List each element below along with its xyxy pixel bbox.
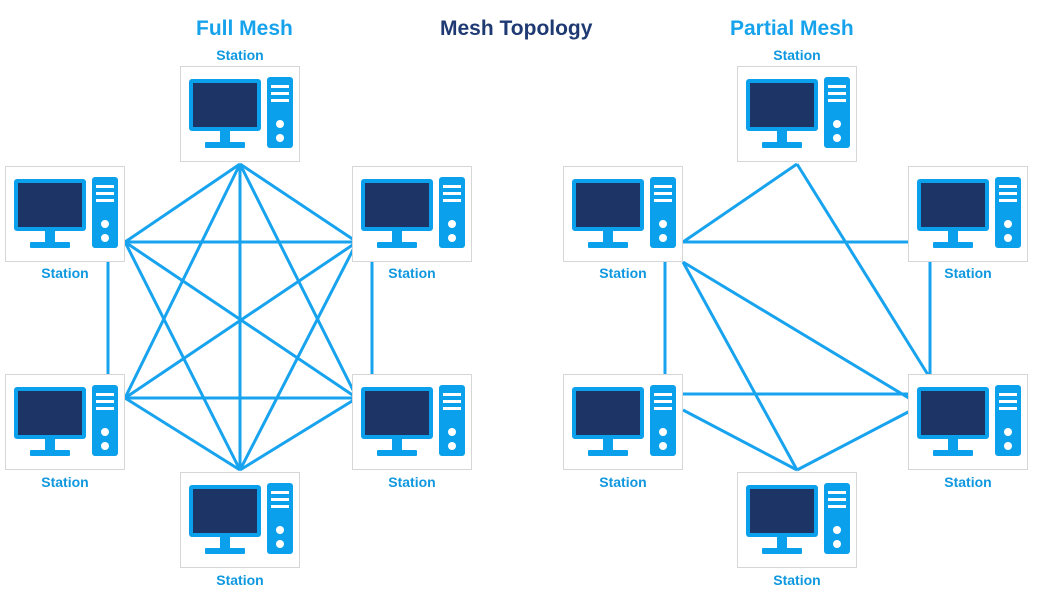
monitor-icon — [14, 387, 86, 439]
partial-station-lower-right — [908, 374, 1028, 470]
station-label: Station — [944, 474, 992, 490]
station-label: Station — [388, 265, 436, 281]
partial-link-lower-left-bottom — [682, 408, 798, 472]
station-label: Station — [944, 265, 992, 281]
full-station-upper-right — [352, 166, 472, 262]
computer-tower-icon — [267, 483, 293, 554]
computer-tower-icon — [267, 77, 293, 148]
station-label: Station — [41, 474, 89, 490]
computer-tower-icon — [824, 77, 850, 148]
full-station-top — [180, 66, 300, 162]
full-link-lower-right-bottom — [239, 396, 358, 472]
partial-link-top-lower-right — [795, 163, 932, 379]
computer-tower-icon — [824, 483, 850, 554]
computer-tower-icon — [650, 385, 676, 456]
full-link-top-upper-left — [124, 162, 241, 244]
monitor-icon — [746, 485, 818, 537]
full-link-upper-right-lower-left — [124, 240, 358, 400]
station-label: Station — [41, 265, 89, 281]
diagram-title: Mesh Topology — [440, 17, 593, 40]
station-label: Station — [773, 47, 821, 63]
station-label: Station — [599, 474, 647, 490]
computer-tower-icon — [650, 177, 676, 248]
partial-station-upper-left — [563, 166, 683, 262]
computer-tower-icon — [995, 385, 1021, 456]
partial-mesh-title: Partial Mesh — [730, 17, 854, 40]
partial-link-lower-right-bottom — [796, 408, 913, 472]
partial-station-top — [737, 66, 857, 162]
monitor-icon — [361, 179, 433, 231]
station-label: Station — [388, 474, 436, 490]
monitor-icon — [917, 179, 989, 231]
full-link-upper-left-bottom — [123, 241, 242, 471]
partial-mesh-links — [663, 162, 932, 472]
full-link-top-upper-right — [239, 162, 358, 244]
full-station-lower-left — [5, 374, 125, 470]
monitor-icon — [189, 79, 261, 131]
computer-tower-icon — [92, 385, 118, 456]
partial-station-lower-left — [563, 374, 683, 470]
monitor-icon — [361, 387, 433, 439]
monitor-icon — [572, 179, 644, 231]
full-station-bottom — [180, 472, 300, 568]
full-link-lower-left-bottom — [124, 396, 241, 472]
computer-tower-icon — [439, 177, 465, 248]
monitor-icon — [746, 79, 818, 131]
station-label: Station — [216, 572, 264, 588]
station-label: Station — [773, 572, 821, 588]
full-mesh-links — [106, 162, 374, 472]
computer-tower-icon — [92, 177, 118, 248]
partial-link-top-upper-left — [682, 162, 798, 244]
monitor-icon — [572, 387, 644, 439]
monitor-icon — [189, 485, 261, 537]
full-station-lower-right — [352, 374, 472, 470]
station-label: Station — [216, 47, 264, 63]
partial-link-upper-left-bottom — [681, 261, 799, 471]
full-link-upper-right-bottom — [238, 241, 359, 471]
partial-station-bottom — [737, 472, 857, 568]
partial-station-upper-right — [908, 166, 1028, 262]
monitor-icon — [14, 179, 86, 231]
computer-tower-icon — [995, 177, 1021, 248]
computer-tower-icon — [439, 385, 465, 456]
full-station-upper-left — [5, 166, 125, 262]
monitor-icon — [917, 387, 989, 439]
station-label: Station — [599, 265, 647, 281]
partial-link-upper-left-lower-right — [682, 260, 913, 402]
full-mesh-title: Full Mesh — [196, 17, 293, 40]
